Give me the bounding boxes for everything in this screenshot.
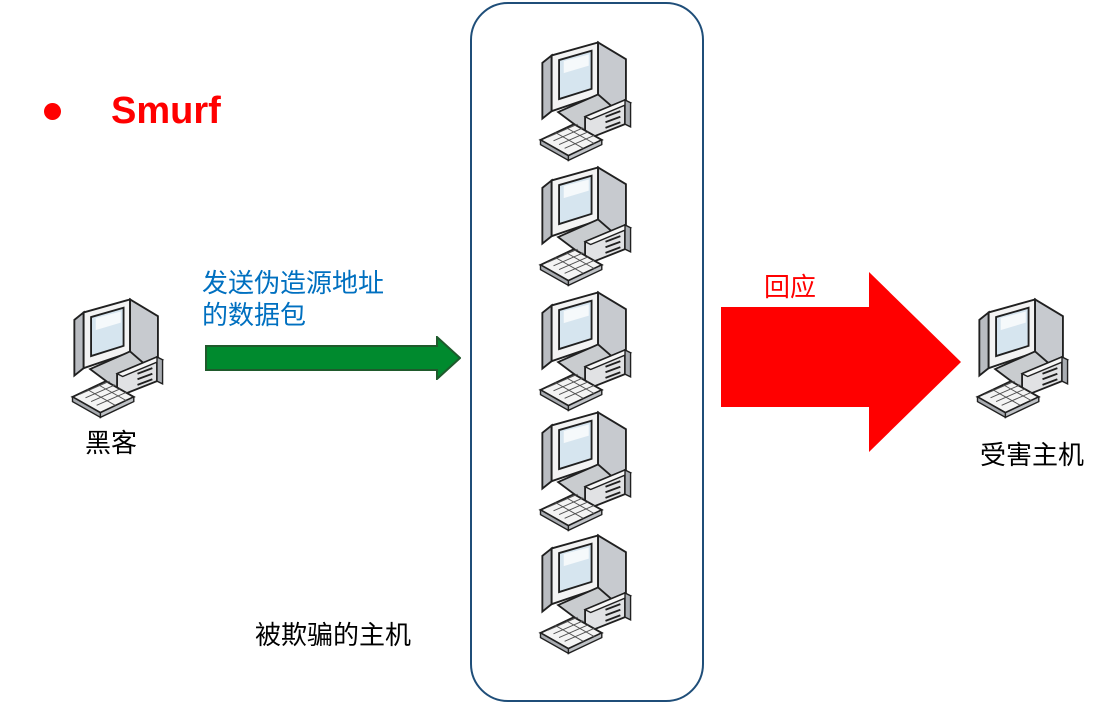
victim-label: 受害主机 [980,441,1085,471]
slide-title: Smurf [44,88,221,134]
spoofed-packet-label-line-2: 的数据包 [202,301,307,331]
spoofed-packet-label-line-1: 发送伪造源地址 [202,269,385,299]
deceived-computer-1-icon [539,41,632,162]
spoofed-packet-label: 发送伪造源地址 的数据包 [202,268,384,332]
deceived-computer-4-icon [539,411,632,532]
deceived-computer-2-icon [539,166,632,287]
bullet-point-icon [44,102,61,120]
deceived-computer-5-icon [539,534,632,655]
send-arrow-icon [205,336,461,380]
hacker-label: 黑客 [85,429,138,459]
deceived-computer-3-icon [539,291,632,412]
smurf-title: Smurf [111,90,221,132]
victim-computer-icon [976,298,1069,419]
hacker-computer-icon [71,298,164,419]
reply-label: 回应 [764,273,817,303]
reply-arrow-icon [721,272,961,452]
deceived-hosts-label: 被欺骗的主机 [255,621,412,651]
